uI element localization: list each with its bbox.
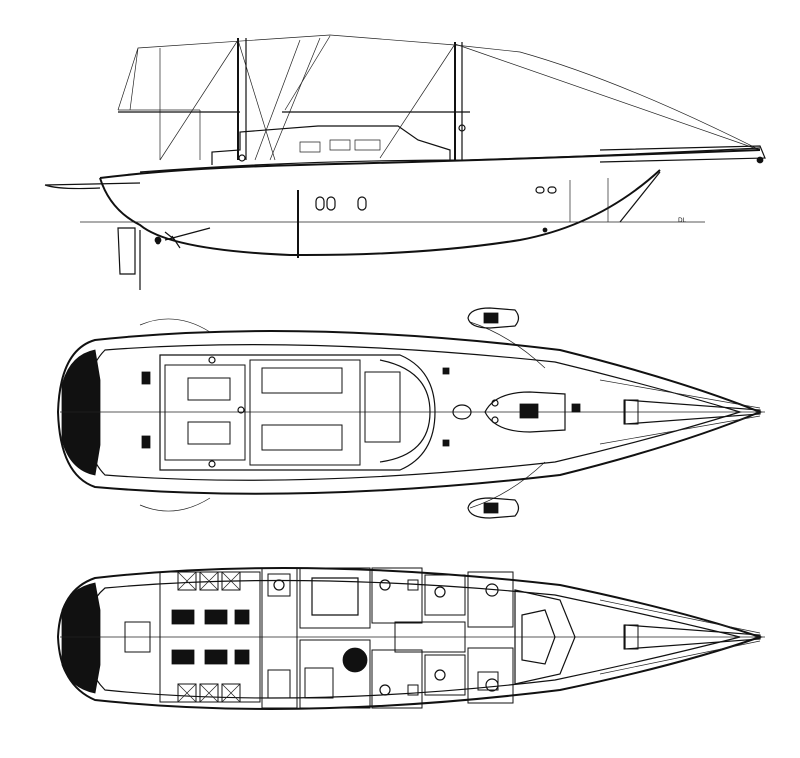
deck-fittings [208,356,581,468]
bow-fitting [756,156,764,164]
forepeak-berth [514,589,576,685]
deckhouse [211,125,451,165]
deckhouse-top [159,354,436,471]
rudder [117,227,136,275]
stern-platform [61,349,101,476]
accom-anchor-line-top [599,599,761,634]
galley [299,567,371,629]
guest-cabin-port [371,567,423,624]
accom-inner-outline [84,579,741,699]
mizzen-swing-arc-top [469,321,546,369]
cabin-details [379,579,446,696]
wheelhouse-curve [379,359,431,463]
engine-room-crates [177,571,241,703]
lazarette-box [124,621,151,653]
anchor-line-top [599,379,761,409]
accom-bowsprit [624,624,761,650]
corridor [394,621,466,653]
sail-outline [117,34,761,151]
forward-cabin-details [477,583,499,692]
saloon-table [342,647,368,673]
foredeck-dinghy-seat [519,403,539,419]
hull-bottom [99,169,661,257]
guest-cabin-stbd [371,649,423,709]
fitting-1 [542,227,548,233]
chain-locker [623,624,639,650]
rigging-lines [159,35,761,161]
wheelhouse [364,371,401,443]
hull-bulwark [139,147,761,173]
dining-block [261,424,343,451]
accom-anchor-line-bottom [599,640,761,675]
cockpit-seat-bottom [187,421,231,445]
utility-room [267,669,291,699]
forepeak-berth-inner [521,609,556,665]
accommodation-plan-view [56,567,765,710]
accom-hull-outline [56,567,764,710]
deck-bowsprit [624,399,761,425]
boom-swing-arc-bottom [139,497,211,512]
winch-1 [238,154,246,162]
helm-console-2 [141,435,151,449]
guest-head-port [424,574,466,616]
deckhouse-windows [299,139,381,153]
anchor-line-bottom [599,415,761,445]
boom-swing-arc-top [139,318,211,333]
deck-hatch-oval [452,404,472,420]
mizzen-swing-arc-bottom [469,461,546,509]
deck-plan-view [56,307,765,519]
crew-head [267,573,291,597]
cockpit-seat-top [187,377,231,401]
bobstay [619,171,661,223]
forward-cabin-stbd [467,647,514,704]
tender-bottom [467,497,520,519]
hull-sheer [99,149,761,179]
portholes [315,186,557,211]
forward-cabin-port [467,571,514,628]
accom-stern-platform [61,582,101,694]
saloon-settee [304,667,334,699]
profile-tag: DL [678,217,687,224]
aft-cockpit [164,364,246,461]
deck-hull-outline [56,330,763,495]
winch-2 [458,124,466,132]
galley-counter [311,577,359,616]
galley-block [261,367,343,394]
hull-waterline [44,182,141,190]
saloon-deckhouse [249,359,361,466]
engines [171,609,250,665]
bowsprit [599,145,766,163]
passage-block [261,567,298,709]
windlass [623,399,639,425]
tender-top [467,307,520,329]
crew-head-wc [273,579,285,591]
propeller [164,227,211,249]
fitting-2 [155,239,161,245]
helm-console [141,371,151,385]
guest-head-stbd [424,654,466,696]
profile-view: DL [44,34,766,290]
saloon [299,639,371,709]
